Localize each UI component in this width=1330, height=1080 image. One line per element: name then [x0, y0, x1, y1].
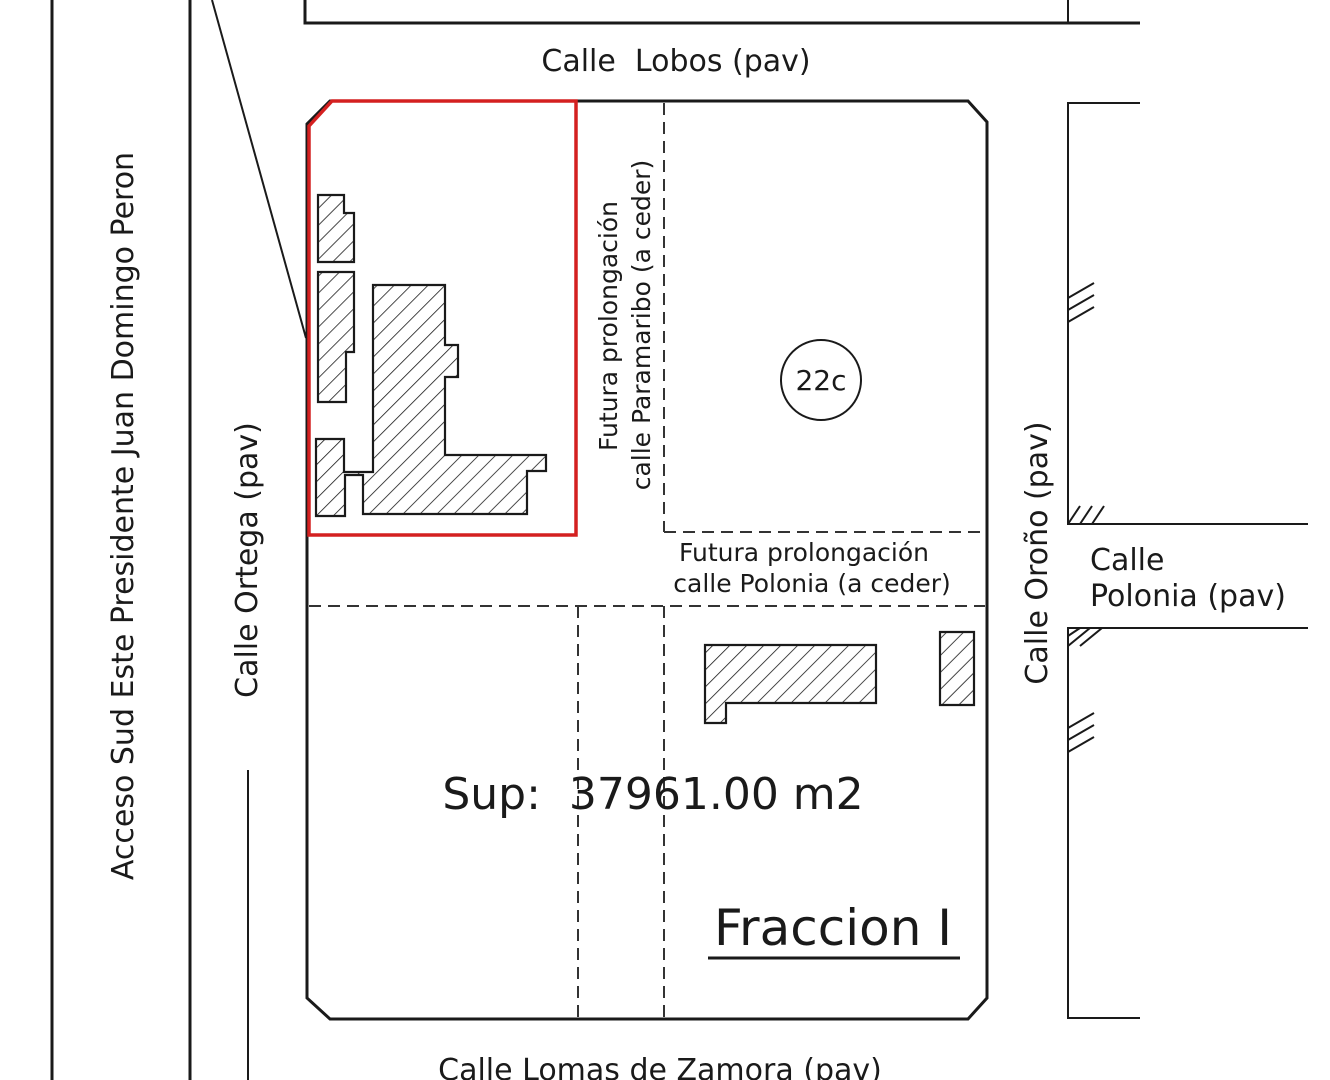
orono-ticks-upper — [1067, 282, 1095, 323]
north-block-outline — [303, 0, 1140, 25]
lot-number: 22c — [795, 364, 846, 397]
street-label-lomas: Calle Lomas de Zamora (pav) — [438, 1053, 882, 1080]
street-label-lobos: Calle Lobos (pav) — [541, 44, 810, 79]
building-3 — [314, 283, 548, 518]
street-label-acceso: Acceso Sud Este Presidente Juan Domingo … — [106, 152, 141, 880]
future-polonia-line1: Futura prolongación — [679, 538, 929, 567]
street-label-orono: Calle Oroño (pav) — [1020, 421, 1055, 684]
building-4 — [703, 643, 878, 725]
building-2 — [316, 270, 356, 404]
orono-ticks-lower — [1067, 712, 1095, 753]
surface-label: Sup: 37961.00 m2 — [442, 769, 863, 820]
parcel-outline — [305, 99, 989, 1021]
building-1 — [316, 193, 356, 264]
future-polonia-line2: calle Polonia (a ceder) — [673, 569, 951, 598]
east-block-north — [1067, 102, 1308, 525]
lot-number-circle — [780, 339, 862, 421]
leader-line — [211, 0, 307, 339]
future-paramaribo-line2: calle Paramaribo (a ceder) — [627, 160, 656, 491]
polonia-ticks-south — [1067, 627, 1103, 647]
street-label-polonia-line1: Calle — [1090, 543, 1164, 578]
highlighted-lot — [307, 99, 578, 537]
polonia-ticks-north — [1067, 505, 1105, 525]
east-block-south — [1067, 627, 1308, 1019]
building-5 — [938, 630, 976, 707]
future-paramaribo-line1: Futura prolongación — [594, 201, 623, 451]
street-label-polonia-line2: Polonia (pav) — [1090, 579, 1286, 614]
fraction-label: Fraccion I — [714, 899, 952, 957]
street-label-ortega: Calle Ortega (pav) — [230, 422, 265, 698]
